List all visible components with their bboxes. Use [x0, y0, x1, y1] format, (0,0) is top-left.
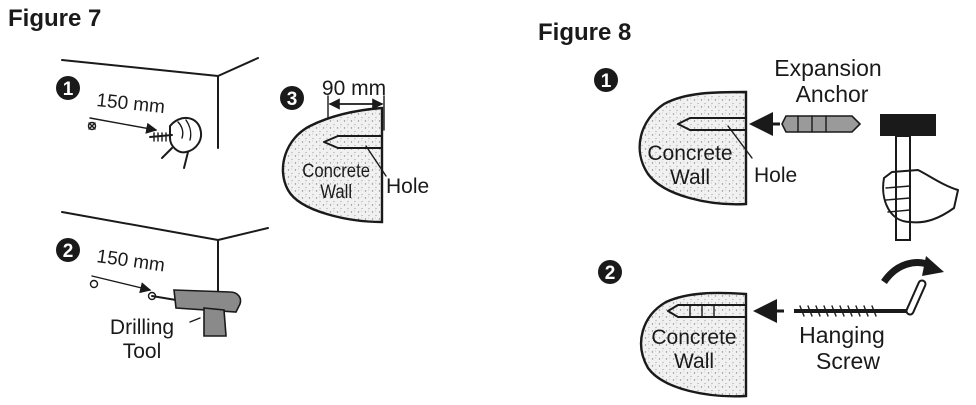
anchor-label-line2: Anchor	[796, 81, 869, 107]
wall-label-line1: Concrete	[302, 160, 370, 181]
concrete-wall	[638, 90, 748, 206]
hammer-icon	[880, 114, 959, 241]
screw-label-line1: Hanging	[799, 322, 885, 348]
expansion-anchor-icon	[781, 115, 862, 133]
anchor-ribs	[689, 304, 715, 318]
hand-screw-icon	[149, 117, 202, 169]
wall-label-line1: Concrete	[651, 326, 736, 349]
figure-7-step-2: 2 150 mm Drilling Tool	[56, 211, 269, 363]
wall-label-line1: Concrete	[647, 142, 732, 165]
step-badge	[598, 260, 622, 284]
step-number: 2	[63, 241, 74, 262]
concrete-wall	[639, 291, 748, 398]
anchor-label-line1: Expansion	[774, 55, 881, 81]
distance-label: 150 mm	[95, 90, 165, 118]
rotate-arrowhead	[922, 256, 944, 276]
wall-label-line2: Wall	[670, 166, 710, 189]
screw-label-line2: Screw	[816, 348, 880, 374]
drilled-hole	[677, 117, 747, 131]
tool-label-line2: Tool	[123, 340, 162, 363]
drilled-hole	[323, 135, 383, 149]
figure-8: Figure 8 1 Concrete Wall Hole Expansion …	[538, 19, 959, 398]
drill-icon	[151, 289, 242, 337]
step-badge	[280, 86, 304, 110]
distance-arrow	[91, 275, 152, 294]
figure-7-title: Figure 7	[8, 5, 101, 32]
figure-8-step-1: 1 Concrete Wall Hole Expansion Anchor	[594, 55, 959, 241]
wall-corner-lines	[61, 57, 259, 149]
hole-leader-line	[365, 145, 387, 177]
step-number: 1	[63, 79, 74, 100]
figure-7-step-1: 1 150 mm	[56, 57, 259, 169]
step-badge	[56, 238, 80, 262]
figure-8-step-2: 2 Concrete Wall Hanging Screw	[598, 256, 944, 398]
distance-label: 150 mm	[95, 246, 166, 276]
step-badge	[594, 68, 618, 92]
tool-label-line1: Drilling	[110, 316, 174, 339]
wall-corner-lines	[61, 211, 269, 301]
step-number: 2	[605, 263, 616, 284]
hole-leader-line	[727, 125, 753, 159]
hole-label: Hole	[754, 164, 797, 187]
anchor-in-wall	[667, 304, 747, 318]
hole-label: Hole	[386, 175, 429, 198]
step-badge	[56, 76, 80, 100]
wall-label-line2: Wall	[674, 350, 714, 373]
step-number: 3	[287, 89, 298, 110]
mark-cross	[88, 122, 96, 130]
hanging-screw-icon	[794, 279, 927, 317]
distance-arrow	[89, 117, 158, 134]
wall-label-line2: Wall	[320, 181, 352, 202]
step-number: 1	[601, 71, 612, 92]
figure-7: Figure 7 1 150 mm 2 150 mm	[8, 5, 429, 363]
figure-7-step-3: 3 90 mm Concrete Wall Hole	[280, 77, 429, 224]
depth-label: 90 mm	[322, 77, 386, 100]
mark-point	[87, 121, 97, 131]
mark-point	[89, 279, 99, 289]
figure-8-title: Figure 8	[538, 19, 631, 46]
